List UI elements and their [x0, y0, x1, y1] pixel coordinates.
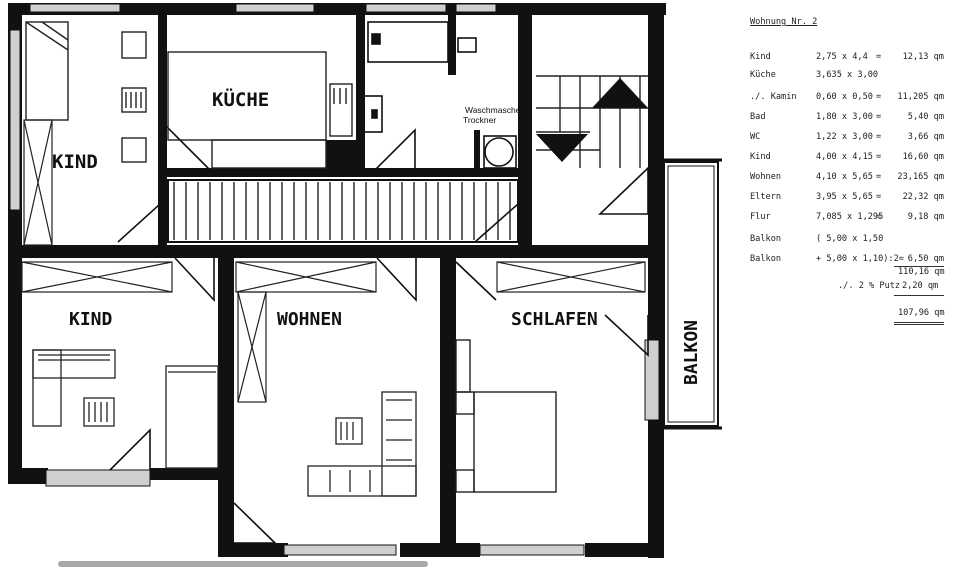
kitchen-furniture	[167, 51, 353, 169]
radiators	[21, 119, 646, 403]
row-room: Balkon	[750, 254, 782, 264]
row-area: 11,205 qm	[897, 92, 944, 102]
row-room: ./. Kamin	[750, 92, 797, 102]
row-dims: + 5,00 x 1,10):2=	[816, 254, 904, 264]
stair-arrow-down-icon	[536, 134, 588, 162]
hallway-hatching	[167, 179, 519, 243]
room-label-balkon: BALKON	[681, 320, 702, 385]
row-dims: 4,00 x 4,15	[816, 152, 873, 162]
row-dims: 7,085 x 1,295	[816, 212, 884, 222]
row-area: 22,32 qm	[902, 192, 944, 202]
row-area: 5,40 qm	[907, 112, 944, 122]
table-row: Küche 3,635 x 3,00	[746, 70, 946, 84]
row-eq: =	[876, 132, 882, 142]
subtotal: 110,16 qm	[898, 267, 945, 277]
row-dims: 3,95 x 5,65	[816, 192, 873, 202]
row-dims: 3,635 x 3,00	[816, 70, 879, 80]
row-eq: =	[876, 212, 882, 222]
row-room: Bad	[750, 112, 766, 122]
row-dims: 1,22 x 3,00	[816, 132, 873, 142]
kind-bottom-furniture	[32, 349, 219, 469]
row-eq: =	[876, 112, 882, 122]
balkon	[663, 158, 722, 430]
table-row: Bad 1,80 x 3,00 = 5,40 qm	[746, 112, 946, 126]
row-area: 6,50 qm	[907, 254, 944, 264]
total: 107,96 qm	[898, 308, 945, 318]
row-eq: =	[876, 192, 882, 202]
table-row: Wohnen 4,10 x 5,65 = 23,165 qm	[746, 172, 946, 186]
table-row: Balkon + 5,00 x 1,10):2= 6,50 qm	[746, 254, 946, 268]
row-room: Kind	[750, 152, 771, 162]
room-label-kind-bottom: KIND	[69, 309, 113, 330]
row-dims: 4,10 x 5,65	[816, 172, 873, 182]
stair-arrow-up-icon	[592, 78, 648, 108]
schlafen-furniture	[455, 339, 557, 493]
row-room: Wohnen	[750, 172, 782, 182]
table-row: ./. Kamin 0,60 x 0,50 = 11,205 qm	[746, 92, 946, 106]
row-dims: 0,60 x 0,50	[816, 92, 873, 102]
total-underline	[894, 322, 944, 325]
row-room: Eltern	[750, 192, 782, 202]
row-room: WC	[750, 132, 761, 142]
kind-top-furniture	[25, 21, 147, 163]
row-room: Küche	[750, 70, 776, 80]
deduction-value: 2,20 qm	[902, 281, 939, 291]
table-row: WC 1,22 x 3,00 = 3,66 qm	[746, 132, 946, 146]
staircase	[536, 75, 648, 168]
row-eq: =	[876, 172, 882, 182]
row-area: 16,60 qm	[902, 152, 944, 162]
bathroom-note-line-1: Waschmasche	[465, 105, 521, 115]
table-row: Eltern 3,95 x 5,65 = 22,32 qm	[746, 192, 946, 206]
sum-line	[894, 295, 944, 296]
horizontal-scrollbar[interactable]	[58, 561, 428, 567]
row-room: Flur	[750, 212, 771, 222]
row-dims: ( 5,00 x 1,50	[816, 234, 884, 244]
row-dims: 1,80 x 3,00	[816, 112, 873, 122]
row-dims: 2,75 x 4,4	[816, 52, 868, 62]
row-area: 12,13 qm	[902, 52, 944, 62]
row-room: Kind	[750, 52, 771, 62]
table-row: Balkon ( 5,00 x 1,50	[746, 234, 946, 248]
row-eq: =	[876, 152, 882, 162]
room-label-schlafen: SCHLAFEN	[511, 309, 598, 330]
table-row: Kind 2,75 x 4,4 = 12,13 qm	[746, 52, 946, 66]
area-table: Wohnung Nr. 2 Kind 2,75 x 4,4 = 12,13 qm…	[742, 12, 952, 342]
deduction-label: ./. 2 % Putz	[838, 281, 901, 291]
table-row: Flur 7,085 x 1,295 = 9,18 qm	[746, 212, 946, 226]
room-label-wohnen: WOHNEN	[277, 309, 342, 330]
row-area: 23,165 qm	[897, 172, 944, 182]
room-label-kueche: KÜCHE	[212, 87, 269, 111]
windows	[9, 3, 660, 556]
row-eq: =	[876, 52, 882, 62]
area-table-title: Wohnung Nr. 2	[750, 17, 818, 27]
room-label-kind-top: KIND	[52, 151, 98, 173]
sum-line	[894, 266, 944, 267]
door-swings	[109, 123, 649, 544]
table-row: Kind 4,00 x 4,15 = 16,60 qm	[746, 152, 946, 166]
row-eq: =	[876, 92, 882, 102]
bathroom-fixtures	[363, 21, 517, 169]
wohnen-furniture	[307, 391, 417, 497]
bathroom-note-line-2: Trockner	[463, 115, 496, 125]
row-room: Balkon	[750, 234, 782, 244]
row-area: 9,18 qm	[907, 212, 944, 222]
row-area: 3,66 qm	[907, 132, 944, 142]
